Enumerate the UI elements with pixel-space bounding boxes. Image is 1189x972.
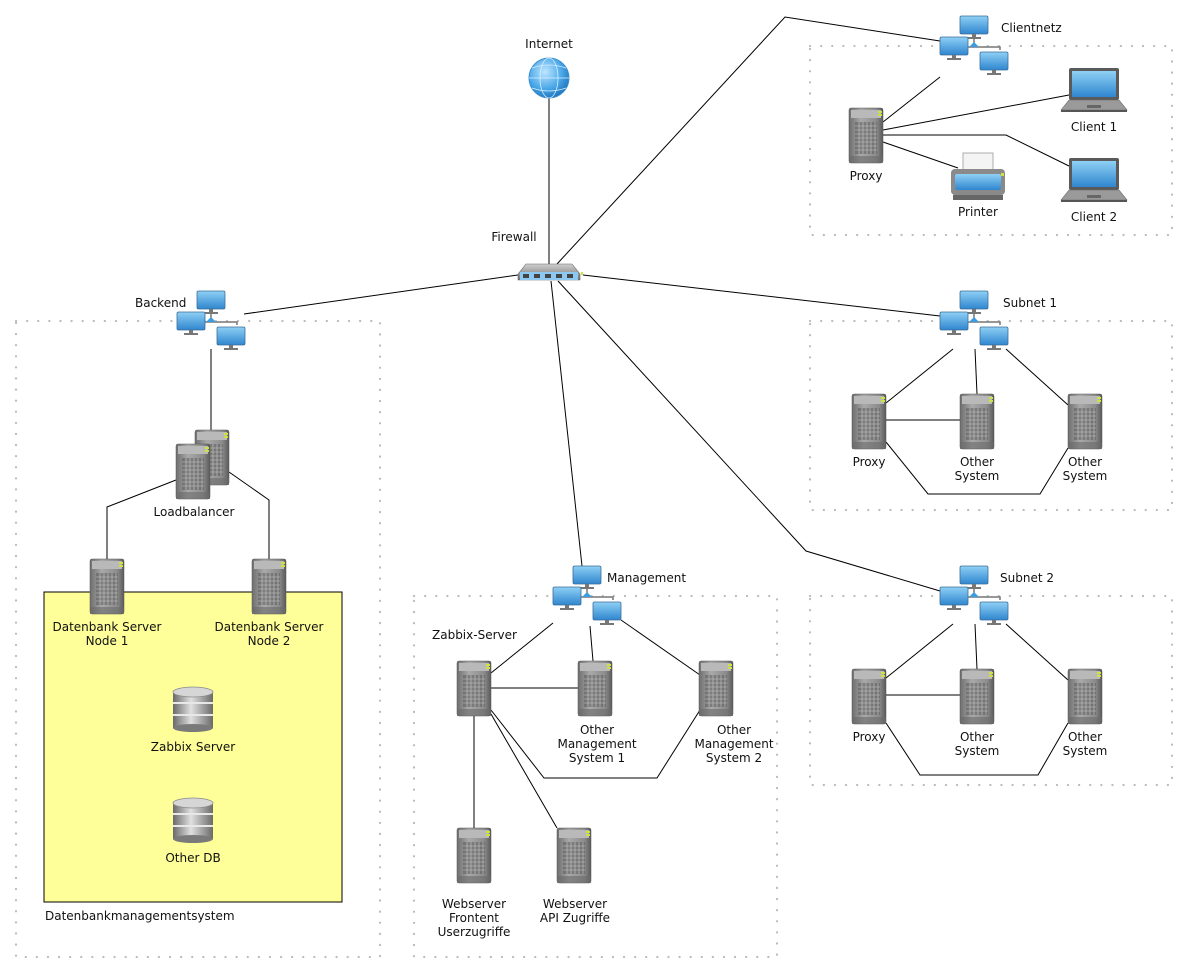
label-printer: Printer bbox=[958, 205, 998, 219]
group-boxes bbox=[14, 44, 1174, 959]
edge-subnet2-proxy-to-subnet2-other-b bbox=[885, 722, 1069, 776]
edge-management-to-other-mgmt2 bbox=[620, 619, 701, 676]
server-icon-db-node1[interactable] bbox=[89, 558, 125, 615]
label-web-api: Webserver API Zugriffe bbox=[539, 897, 611, 925]
label-dbms: Datenbankmanagementsystem bbox=[45, 909, 235, 923]
label-subnet1: Subnet 1 bbox=[1003, 296, 1057, 310]
label-client2: Client 2 bbox=[1070, 210, 1118, 224]
server-icon-web-frontend[interactable] bbox=[456, 827, 492, 884]
edge-subnet1-to-subnet1-other-b bbox=[1005, 348, 1069, 406]
label-db-node1: Datenbank Server Node 1 bbox=[52, 620, 162, 648]
label-clientnetz: Clientnetz bbox=[1001, 21, 1062, 35]
edge-clientnetz-proxy-to-printer bbox=[882, 141, 959, 169]
database-icon-zabbix[interactable] bbox=[172, 686, 214, 733]
printer-icon[interactable] bbox=[950, 152, 1006, 201]
edge-zabbix-server-to-web-api bbox=[490, 713, 558, 829]
label-other-mgmt1: Other Management System 1 bbox=[557, 723, 637, 765]
edge-firewall-to-management bbox=[550, 280, 583, 567]
globe-icon[interactable] bbox=[528, 57, 570, 99]
label-subnet2: Subnet 2 bbox=[1000, 571, 1054, 585]
firewall-icon[interactable] bbox=[517, 263, 583, 281]
label-subnet1-other-a: Other System bbox=[954, 455, 1000, 483]
label-other-mgmt2: Other Management System 2 bbox=[694, 723, 774, 765]
server-icon-subnet1-other-b[interactable] bbox=[1067, 393, 1103, 450]
server-icon-web-api[interactable] bbox=[556, 827, 592, 884]
label-other-db: Other DB bbox=[165, 851, 221, 865]
server-icon-subnet2-other-b[interactable] bbox=[1067, 668, 1103, 725]
server-icon-other-mgmt1[interactable] bbox=[577, 660, 613, 717]
server-icon-subnet2-other-a[interactable] bbox=[959, 668, 995, 725]
label-client1: Client 1 bbox=[1070, 120, 1118, 134]
label-internet: Internet bbox=[525, 37, 573, 51]
edge-clientnetz-proxy-to-client2 bbox=[883, 134, 1070, 167]
edge-clientnetz-to-clientnetz-proxy bbox=[882, 76, 941, 123]
label-subnet2-proxy: Proxy bbox=[852, 730, 886, 744]
edge-subnet2-to-subnet2-proxy bbox=[885, 623, 954, 679]
edge-loadbalancer-to-db-node2 bbox=[228, 471, 270, 559]
group-subnet1 bbox=[808, 319, 1174, 512]
edge-clientnetz-proxy-to-client1 bbox=[882, 94, 1070, 131]
edges bbox=[106, 16, 1070, 829]
label-backend: Backend bbox=[135, 296, 187, 310]
edge-subnet1-to-subnet1-proxy bbox=[885, 348, 954, 404]
label-clientnetz-proxy: Proxy bbox=[849, 169, 883, 183]
group-subnet2 bbox=[808, 594, 1174, 787]
edge-firewall-to-backend bbox=[243, 274, 519, 315]
label-subnet1-proxy: Proxy bbox=[852, 455, 886, 469]
server-icon-clientnetz-proxy[interactable] bbox=[848, 107, 884, 164]
edge-zabbix-server-to-other-mgmt2 bbox=[490, 709, 701, 779]
edge-subnet2-to-subnet2-other-b bbox=[1005, 623, 1069, 681]
database-icon-other[interactable] bbox=[172, 797, 214, 844]
group-dbms bbox=[43, 591, 343, 903]
label-subnet1-other-b: Other System bbox=[1062, 455, 1108, 483]
label-subnet2-other-b: Other System bbox=[1062, 730, 1108, 758]
group-management bbox=[412, 594, 779, 959]
server-icon-db-node2[interactable] bbox=[251, 558, 287, 615]
label-zabbix-server: Zabbix-Server bbox=[432, 628, 517, 642]
server-icon-other-mgmt2[interactable] bbox=[698, 660, 734, 717]
label-management: Management bbox=[607, 571, 687, 585]
edge-subnet1-proxy-to-subnet1-other-b bbox=[885, 441, 1069, 495]
icons bbox=[89, 16, 1128, 884]
server-cluster-icon-loadbalancer[interactable] bbox=[175, 429, 230, 500]
label-loadbalancer: Loadbalancer bbox=[153, 505, 235, 519]
server-icon-zabbix-server[interactable] bbox=[456, 660, 492, 717]
group-clientnetz bbox=[808, 44, 1174, 237]
server-icon-subnet1-other-a[interactable] bbox=[959, 393, 995, 450]
server-icon-subnet2-proxy[interactable] bbox=[851, 668, 887, 725]
laptop-icon-client2[interactable] bbox=[1060, 157, 1128, 203]
server-icon-subnet1-proxy[interactable] bbox=[851, 393, 887, 450]
edge-firewall-to-clientnetz bbox=[556, 16, 941, 265]
label-subnet2-other-a: Other System bbox=[954, 730, 1000, 758]
label-zabbix-db: Zabbix Server bbox=[150, 740, 236, 754]
edge-management-to-zabbix-server bbox=[490, 622, 554, 674]
label-db-node2: Datenbank Server Node 2 bbox=[214, 620, 324, 648]
laptop-icon-client1[interactable] bbox=[1060, 67, 1128, 113]
edge-firewall-to-subnet2 bbox=[557, 280, 941, 592]
edge-firewall-to-subnet1 bbox=[582, 274, 941, 317]
edge-management-to-other-mgmt1 bbox=[589, 625, 594, 662]
label-web-frontend: Webserver Frontent Userzugriffe bbox=[437, 897, 511, 939]
edge-subnet1-to-subnet1-other-a bbox=[974, 348, 978, 395]
edge-loadbalancer-to-db-node1 bbox=[106, 479, 177, 559]
label-firewall: Firewall bbox=[491, 230, 537, 244]
edge-subnet2-to-subnet2-other-a bbox=[974, 623, 978, 670]
